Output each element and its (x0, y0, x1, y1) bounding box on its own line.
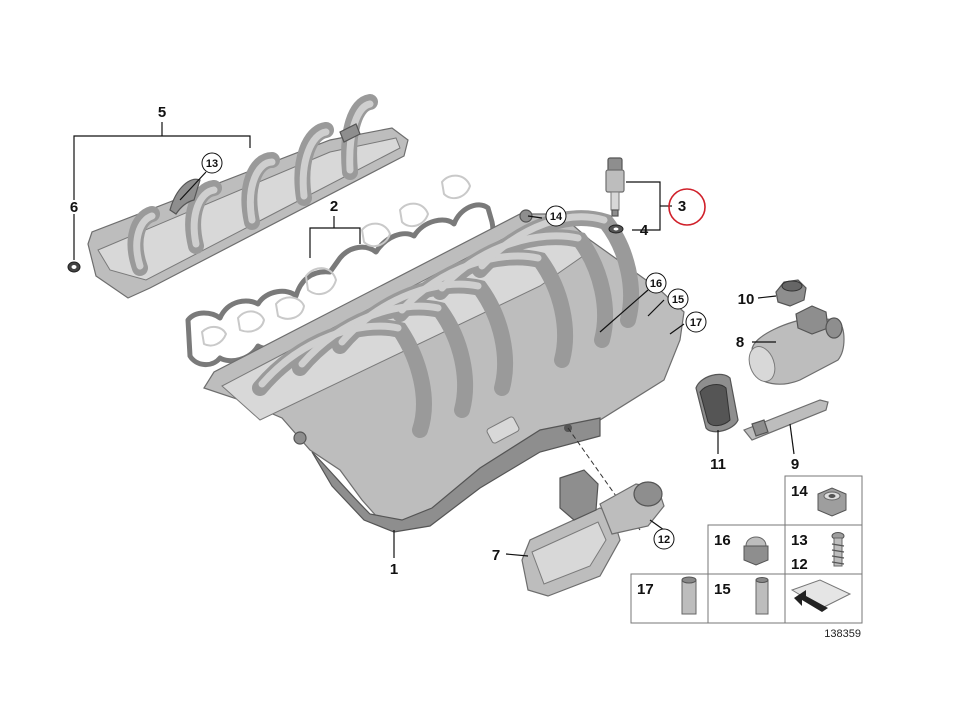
callout-4: 4 (640, 222, 649, 239)
svg-text:12: 12 (658, 534, 670, 546)
part-9-bracket-illustration (743, 399, 829, 441)
callout-6: 6 (70, 199, 78, 216)
small-parts-grid: 14 16 13 12 17 15 (630, 475, 863, 624)
callout-2: 2 (330, 198, 338, 215)
callout-labels: 1 2 3 4 5 6 7 8 9 10 11 (70, 104, 799, 578)
callout-1: 1 (390, 561, 398, 578)
sleeve-icon (681, 576, 697, 615)
arrow-icon (790, 579, 852, 612)
callout-13-circled: 13 (201, 152, 223, 174)
reference-number: 138359 (824, 628, 861, 640)
part-5-rail-illustration (87, 94, 409, 299)
part-8-valve-illustration (748, 305, 845, 385)
callout-11: 11 (710, 456, 726, 473)
svg-text:16: 16 (714, 532, 731, 549)
screw-icon (831, 532, 845, 567)
part-7-actuator-illustration (521, 469, 665, 597)
part-10-cap-illustration (775, 279, 807, 307)
part-1-manifold-illustration (203, 209, 685, 533)
callout-8: 8 (736, 334, 744, 351)
svg-text:16: 16 (650, 278, 662, 290)
svg-text:15: 15 (714, 581, 731, 598)
svg-text:13: 13 (791, 532, 808, 549)
leader-lines (73, 122, 795, 558)
highlight-circle (668, 188, 706, 226)
pin-icon (755, 577, 769, 615)
callout-14-circled: 14 (545, 205, 567, 227)
svg-text:13: 13 (206, 158, 218, 170)
callout-16-circled: 16 (645, 272, 667, 294)
cap-nut-icon (743, 536, 769, 566)
callout-17-circled: 17 (685, 311, 707, 333)
part-6-oring (67, 261, 81, 273)
svg-text:14: 14 (550, 211, 563, 223)
tile-15 (707, 573, 786, 624)
svg-text:12: 12 (791, 556, 808, 573)
part-3-sensor-illustration (605, 157, 625, 217)
callout-7: 7 (492, 547, 500, 564)
callout-15-circled: 15 (667, 288, 689, 310)
callout-12-circled: 12 (653, 528, 675, 550)
part-11-sleeve-illustration (695, 373, 739, 433)
callout-10: 10 (738, 291, 755, 308)
svg-text:17: 17 (637, 581, 654, 598)
circled-callouts: 13 14 16 15 17 12 (201, 152, 707, 550)
nut-icon (817, 487, 847, 517)
svg-text:14: 14 (791, 483, 808, 500)
callout-3: 3 (678, 198, 686, 215)
callout-5: 5 (158, 104, 166, 121)
callout-9: 9 (791, 456, 799, 473)
svg-text:15: 15 (672, 294, 684, 306)
svg-text:17: 17 (690, 317, 702, 329)
part-4-washer (608, 224, 624, 234)
